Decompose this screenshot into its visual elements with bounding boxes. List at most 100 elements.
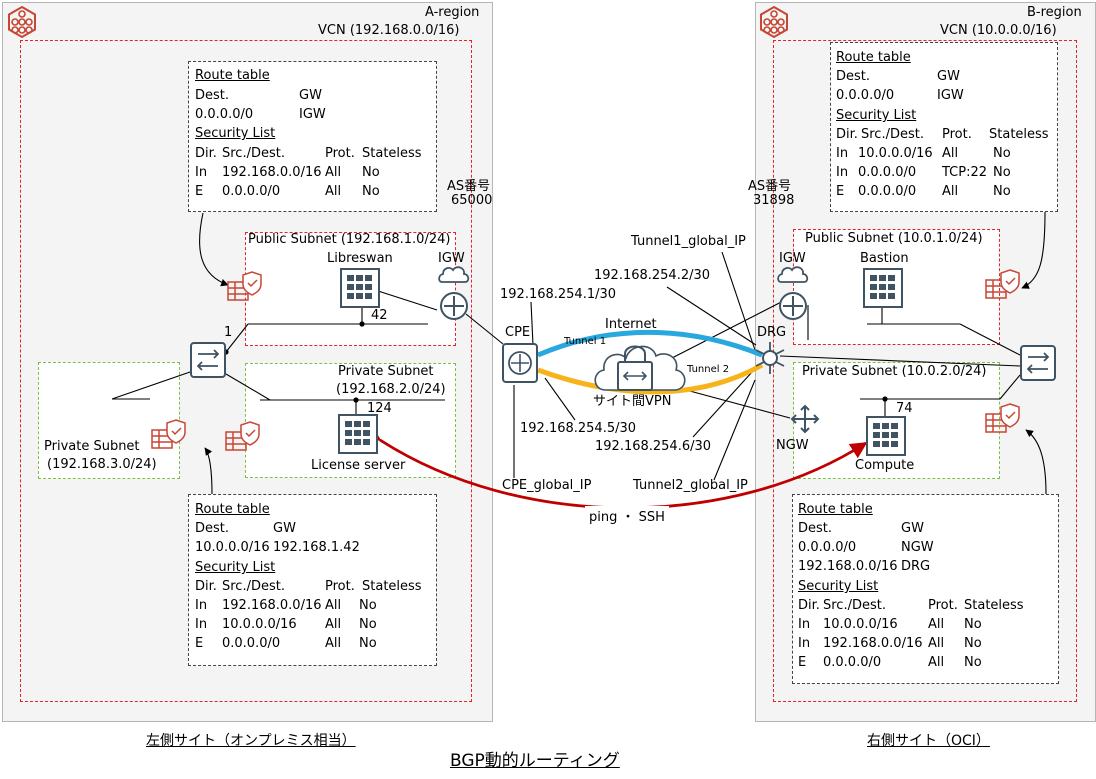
sec-row-src: 192.168.0.0/16 bbox=[222, 165, 322, 180]
sec-row-prot: TCP:22 bbox=[942, 165, 988, 180]
tunnel1-global-ip: Tunnel1_global_IP bbox=[631, 234, 746, 249]
a-region-label: A-region bbox=[425, 5, 480, 20]
route-table-title: Route table bbox=[195, 68, 270, 83]
sec-header-src: Src./Dest. bbox=[222, 579, 285, 594]
as-right-value: 31898 bbox=[753, 193, 795, 208]
ip-254-6: 192.168.254.6/30 bbox=[595, 439, 712, 454]
sec-row-prot: All bbox=[325, 184, 342, 199]
route-row-gw: IGW bbox=[299, 107, 326, 122]
sec-row-prot: All bbox=[325, 165, 342, 180]
license-server-icon bbox=[338, 414, 378, 454]
ngw-label: NGW bbox=[776, 438, 809, 453]
left-top-table-box: Route table Dest. GW 0.0.0.0/0 IGW Secur… bbox=[188, 61, 437, 212]
route-header-gw: GW bbox=[299, 88, 322, 103]
route-header-dest: Dest. bbox=[836, 69, 871, 84]
route-table-title: Route table bbox=[798, 502, 873, 517]
security-list-left-mid-icon bbox=[225, 421, 260, 451]
libreswan-server-icon bbox=[340, 268, 380, 308]
sec-row-stateless: No bbox=[964, 655, 982, 670]
sec-header-dir: Dir. bbox=[836, 127, 858, 142]
route-header-gw: GW bbox=[937, 69, 960, 84]
license-octet: 124 bbox=[367, 401, 392, 416]
left-vcn-label: VCN (192.168.0.0/16) bbox=[318, 23, 460, 38]
sec-header-src: Src./Dest. bbox=[861, 127, 924, 142]
sec-header-stateless: Stateless bbox=[964, 598, 1024, 613]
right-vcn bbox=[773, 40, 1077, 702]
tunnel1-path bbox=[537, 329, 763, 358]
route-row-dest: 0.0.0.0/0 bbox=[195, 107, 254, 122]
sec-row-src: 192.168.0.0/16 bbox=[222, 598, 322, 613]
ip-254-5: 192.168.254.5/30 bbox=[520, 421, 637, 436]
as-left-value: 65000 bbox=[451, 193, 493, 208]
sec-header-prot: Prot. bbox=[928, 598, 958, 613]
sec-header-prot: Prot. bbox=[325, 146, 355, 161]
route-table-title: Route table bbox=[195, 502, 270, 517]
region-left-icon bbox=[8, 5, 36, 39]
sec-row-stateless: No bbox=[362, 165, 380, 180]
tunnel2-label: Tunnel 2 bbox=[687, 364, 730, 375]
security-list-title: Security List bbox=[798, 579, 879, 594]
drg-label: DRG bbox=[757, 325, 787, 340]
libreswan-octet: 42 bbox=[371, 308, 388, 323]
sec-row-stateless: No bbox=[362, 184, 380, 199]
route-row-dest: 0.0.0.0/0 bbox=[798, 540, 857, 555]
right-vcn-label: VCN (10.0.0.0/16) bbox=[940, 23, 1057, 38]
sec-row-stateless: No bbox=[993, 184, 1011, 199]
sec-row-stateless: No bbox=[964, 617, 982, 632]
route-row-dest: 10.0.0.0/16 bbox=[195, 540, 270, 555]
drg-icon bbox=[755, 342, 785, 374]
sec-row-src: 0.0.0.0/0 bbox=[823, 655, 882, 670]
igw-right-label: IGW bbox=[779, 251, 806, 266]
sec-row-dir: E bbox=[798, 655, 807, 670]
sec-row-stateless: No bbox=[993, 165, 1011, 180]
security-list-right-bottom-icon bbox=[985, 403, 1020, 433]
route-row-dest: 192.168.0.0/16 bbox=[798, 559, 898, 574]
sec-row-stateless: No bbox=[359, 598, 377, 613]
sec-row-src: 10.0.0.0/16 bbox=[823, 617, 898, 632]
sec-header-prot: Prot. bbox=[942, 127, 972, 142]
tunnel2-global-ip: Tunnel2_global_IP bbox=[633, 478, 748, 493]
left-private-subnet-3-label2: (192.168.3.0/24) bbox=[47, 457, 157, 472]
route-header-dest: Dest. bbox=[195, 521, 230, 536]
sec-row-dir: In bbox=[195, 598, 208, 613]
as-right-label: AS番号 bbox=[748, 179, 792, 194]
right-bottom-table-box: Route table Dest. GW 0.0.0.0/0 NGW 192.1… bbox=[792, 494, 1059, 684]
sec-row-stateless: No bbox=[359, 617, 377, 632]
igw-left-icon bbox=[438, 266, 470, 320]
left-private-subnet-3 bbox=[38, 362, 180, 479]
sec-row-dir: In bbox=[836, 146, 849, 161]
sec-row-dir: E bbox=[195, 636, 204, 651]
sec-row-src: 192.168.0.0/16 bbox=[823, 636, 923, 651]
left-private-subnet-2-label2: (192.168.2.0/24) bbox=[336, 382, 446, 397]
sec-row-src: 10.0.0.0/16 bbox=[222, 617, 297, 632]
sec-row-dir: In bbox=[195, 617, 208, 632]
sec-row-dir: In bbox=[836, 165, 849, 180]
internet-vpn-icon bbox=[594, 345, 686, 391]
sec-row-prot: All bbox=[325, 617, 342, 632]
right-site-caption: 右側サイト（OCI） bbox=[867, 733, 990, 749]
sec-row-stateless: No bbox=[964, 636, 982, 651]
route-header-gw: GW bbox=[901, 521, 924, 536]
sec-row-src: 0.0.0.0/0 bbox=[222, 184, 281, 199]
route-row-dest: 0.0.0.0/0 bbox=[836, 88, 895, 103]
b-region-label: B-region bbox=[1027, 5, 1082, 20]
left-public-subnet-label: Public Subnet (192.168.1.0/24) bbox=[248, 232, 451, 247]
cpe-global-ip: CPE_global_IP bbox=[502, 478, 592, 493]
sec-row-dir: In bbox=[798, 617, 811, 632]
security-list-title: Security List bbox=[195, 126, 276, 141]
bastion-label: Bastion bbox=[860, 251, 909, 266]
sec-row-src: 10.0.0.0/16 bbox=[858, 146, 933, 161]
internet-label: Internet bbox=[605, 317, 657, 332]
bastion-server-icon bbox=[863, 268, 903, 308]
diagram-title: BGP動的ルーティング bbox=[450, 751, 620, 771]
route-row-gw: NGW bbox=[901, 540, 934, 555]
switch-left-octet: 1 bbox=[224, 325, 233, 340]
route-row-gw: DRG bbox=[901, 559, 931, 574]
sec-row-prot: All bbox=[942, 146, 959, 161]
vpn-label: サイト間VPN bbox=[593, 394, 672, 409]
sec-row-prot: All bbox=[942, 184, 959, 199]
right-public-subnet-label: Public Subnet (10.0.1.0/24) bbox=[805, 231, 983, 246]
compute-server-icon bbox=[866, 416, 906, 456]
compute-label: Compute bbox=[855, 458, 915, 473]
